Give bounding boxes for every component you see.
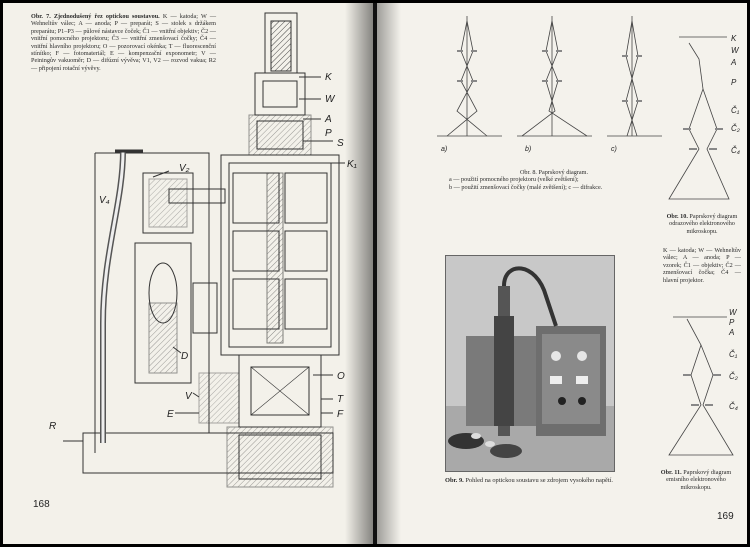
fig7-label-v: V <box>185 391 193 402</box>
fig7-label-v2: V₂ <box>179 163 190 174</box>
fig7-label-v4: V₄ <box>99 195 110 206</box>
fig10-label-c1: Č₁ <box>731 106 740 115</box>
fig11-caption-title: Obr. 11. <box>660 469 682 476</box>
fig7-caption-body: K — katoda; W — Wehneltův válec; A — ano… <box>31 13 217 72</box>
fig7-caption: Obr. 7. Zjednodušený řez optickou sousta… <box>31 13 216 72</box>
fig7-label-s: S <box>337 138 344 149</box>
fig8-caption-title: Obr. 8. Paprskový diagram. <box>519 169 589 176</box>
fig7-label-t: T <box>337 394 344 405</box>
fig9-caption: Obr. 9. Pohled na optickou soustavu se z… <box>435 477 623 484</box>
fig7-label-a: A <box>324 114 332 125</box>
book-gutter <box>373 3 377 544</box>
left-page-number: 168 <box>33 499 50 510</box>
fig10-label-p: P <box>731 78 737 87</box>
book-spread: Obr. 7. Zjednodušený řez optickou sousta… <box>3 3 747 544</box>
fig7-label-o: O <box>337 371 345 382</box>
fig11-label-a: A <box>728 328 734 337</box>
gutter-shadow-left <box>345 3 373 544</box>
fig8-ray-diagrams: a) b) c) <box>437 16 662 153</box>
fig10-caption-title: Obr. 10. <box>666 213 688 220</box>
fig8-caption-b: b — použití zmenšovací čočky (malé zvětš… <box>449 183 603 191</box>
fig7-label-k1: K₁ <box>347 159 357 170</box>
fig8-sub-b: b) <box>525 146 531 153</box>
fig10-label-c4: Č₄ <box>731 146 740 155</box>
fig10-legend: K — katoda; W — Wehneltův válec; A — ano… <box>663 247 741 284</box>
fig7-caption-title: Obr. 7. Zjednodušený řez optickou sousta… <box>31 13 160 20</box>
fig10-label-c2: Č₂ <box>731 124 740 133</box>
fig11-caption-body: Paprskový diagram emisního elektronového… <box>666 469 732 491</box>
fig9-caption-title: Obr. 9. <box>444 477 464 484</box>
fig11-label-p: P <box>729 318 735 327</box>
fig7-cross-section-drawing: K W A P S K₁ V₂ V₄ D V E R O T F <box>49 12 357 488</box>
fig10-label-k: K <box>731 34 737 43</box>
fig7-label-w: W <box>325 94 336 105</box>
fig8-caption: Obr. 8. Paprskový diagram. a — použití p… <box>449 169 659 191</box>
fig10-label-a: A <box>730 58 736 67</box>
fig9-photo <box>445 255 615 472</box>
fig10-caption: Obr. 10. Paprskový diagram odrazového el… <box>663 213 741 235</box>
right-page: a) b) c) Obr. 8. Paprskový diagram. a — … <box>377 3 747 544</box>
fig8-sub-c: c) <box>611 146 617 153</box>
fig11-label-c2: Č₂ <box>729 372 738 381</box>
fig10-caption-body: Paprskový diagram odrazového elektronové… <box>669 213 738 235</box>
fig9-caption-body: Pohled na optickou soustavu se zdrojem v… <box>465 477 614 484</box>
fig11-label-c4: Č₄ <box>729 402 738 411</box>
fig7-label-f: F <box>337 409 344 420</box>
fig7-label-p: P <box>325 128 332 139</box>
fig7-label-k: K <box>325 72 333 83</box>
fig8-sub-a: a) <box>441 146 447 153</box>
left-page: Obr. 7. Zjednodušený řez optickou sousta… <box>3 3 373 544</box>
fig10-label-w: W <box>731 46 740 55</box>
fig11-caption: Obr. 11. Paprskový diagram emisního elek… <box>653 469 739 491</box>
fig7-label-r: R <box>49 421 56 432</box>
right-page-number: 169 <box>717 511 734 522</box>
fig11-ray-diagram: W P A Č₁ Č₂ Č₄ <box>668 308 738 456</box>
fig8-caption-a: a — použití pomocného projektoru (velké … <box>449 176 579 184</box>
fig7-label-d: D <box>181 351 188 362</box>
fig10-ray-diagram: K W A P Č₁ Č₂ Č₄ <box>668 34 740 200</box>
fig11-label-c1: Č₁ <box>729 350 738 359</box>
fig7-label-e: E <box>167 409 174 420</box>
gutter-shadow-right <box>377 3 401 544</box>
fig11-label-w: W <box>729 308 738 317</box>
